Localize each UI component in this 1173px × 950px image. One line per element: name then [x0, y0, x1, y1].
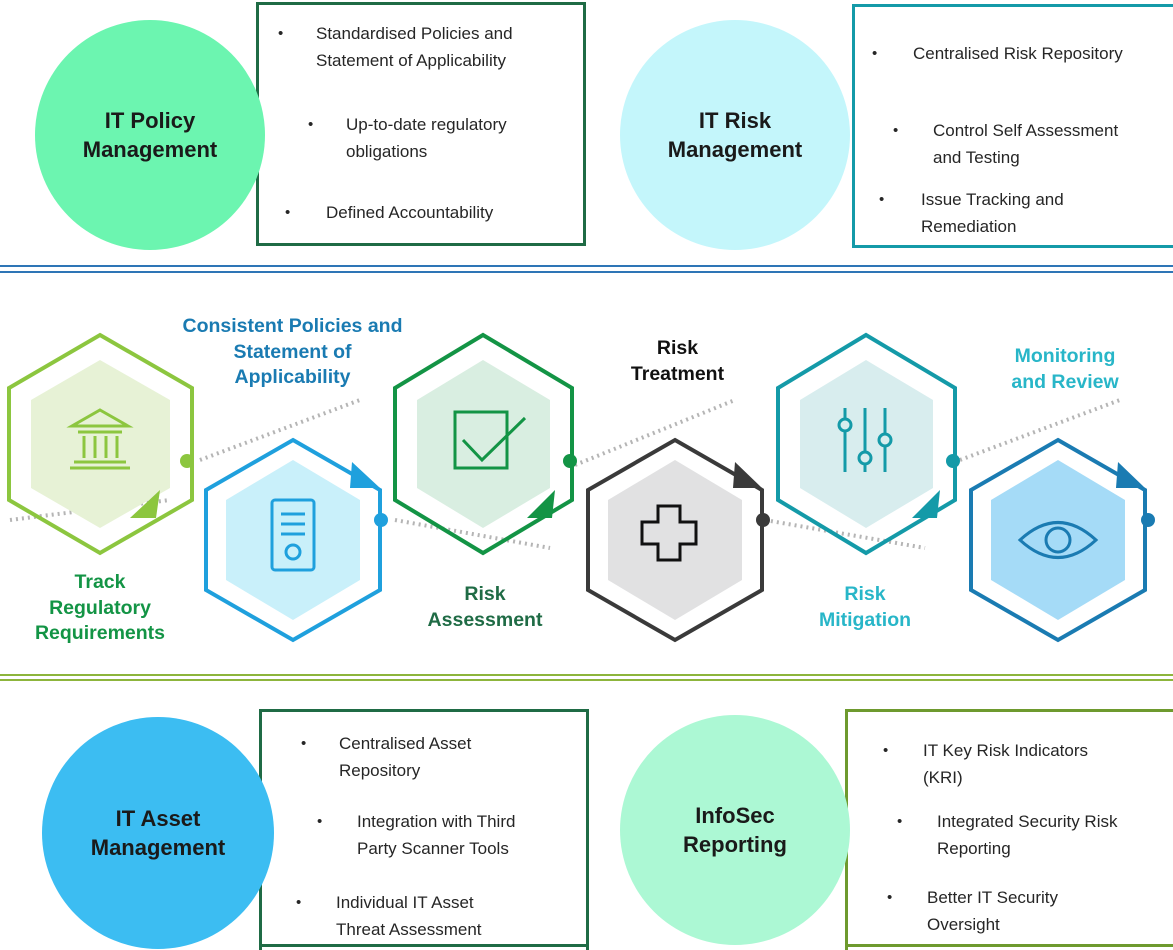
- step-label-risk-treatment: Risk Treatment: [630, 337, 725, 385]
- bullet-icon: •: [296, 894, 302, 911]
- bullet-icon: •: [879, 191, 885, 208]
- risk-bullet-3: • Issue Tracking and Remediation: [879, 186, 1064, 240]
- bullet-icon: •: [308, 116, 314, 133]
- risk-title: IT Risk: [698, 107, 772, 133]
- step-label-consistent-policies: Consistent Policies and Statement of App…: [182, 315, 403, 388]
- bullet-icon: •: [887, 889, 893, 906]
- infosec-bullet-3: • Better IT Security Oversight: [887, 884, 1058, 938]
- infosec-bullet-2: • Integrated Security Risk Reporting: [897, 808, 1117, 862]
- infosec-title: InfoSec: [695, 802, 775, 828]
- policy-bullet-2: • Up-to-date regulatory obligations: [308, 111, 507, 165]
- hex-risk-assessment: [393, 332, 577, 556]
- document-certificate-icon: [270, 498, 316, 572]
- bullet-icon: •: [893, 122, 899, 139]
- checkbox-icon: [453, 410, 527, 470]
- hex-risk-mitigation: [776, 332, 960, 556]
- bullet-icon: •: [897, 813, 903, 830]
- infosec-title-2: Reporting: [683, 832, 787, 857]
- policy-features-box: [256, 2, 586, 246]
- plus-cross-icon: [640, 504, 698, 562]
- policy-title-2: Management: [82, 137, 218, 162]
- step-label-monitoring-review: Monitoring and Review: [1011, 345, 1119, 393]
- bullet-icon: •: [317, 813, 323, 830]
- bullet-icon: •: [872, 45, 878, 62]
- bullet-icon: •: [883, 742, 889, 759]
- bullet-icon: •: [285, 204, 291, 221]
- asset-features-box: [259, 709, 589, 950]
- infosec-bullet-1: • IT Key Risk Indicators (KRI): [883, 737, 1088, 791]
- bullet-icon: •: [278, 25, 284, 42]
- asset-title-2: Management: [90, 835, 226, 860]
- step-label-track-regulatory: Track Regulatory Requirements: [34, 571, 166, 644]
- policy-title: IT Policy: [104, 107, 196, 133]
- asset-bullet-3: • Individual IT Asset Threat Assessment: [296, 889, 482, 943]
- risk-title-2: Management: [667, 137, 803, 162]
- step-label-risk-assessment: Risk Assessment: [427, 583, 543, 631]
- risk-bullet-1: • Centralised Risk Repository: [872, 40, 1123, 67]
- bank-icon: [66, 408, 134, 470]
- sliders-icon: [837, 408, 893, 472]
- asset-circle: IT Asset Management: [42, 717, 274, 949]
- hex-track-regulatory: [7, 332, 194, 556]
- hex-consistent-policies: [204, 437, 388, 643]
- asset-title: IT Asset: [115, 805, 201, 831]
- dotted-connectors: [9, 398, 1121, 550]
- hex-monitoring-review: [969, 437, 1155, 643]
- asset-bullet-1: • Centralised Asset Repository: [301, 730, 471, 784]
- asset-bullet-2: • Integration with Third Party Scanner T…: [317, 808, 515, 862]
- risk-circle: IT Risk Management: [620, 20, 850, 250]
- eye-icon: [1017, 521, 1099, 559]
- infosec-circle: InfoSec Reporting: [620, 715, 850, 945]
- policy-bullet-1: • Standardised Policies and Statement of…: [278, 20, 513, 74]
- step-label-risk-mitigation: Risk Mitigation: [818, 583, 912, 631]
- hex-risk-treatment: [586, 437, 770, 643]
- risk-bullet-2: • Control Self Assessment and Testing: [893, 117, 1118, 171]
- policy-circle: IT Policy Management: [35, 20, 265, 250]
- risk-features-box: [852, 4, 1173, 248]
- bullet-icon: •: [301, 735, 307, 752]
- policy-bullet-3: • Defined Accountability: [285, 199, 493, 226]
